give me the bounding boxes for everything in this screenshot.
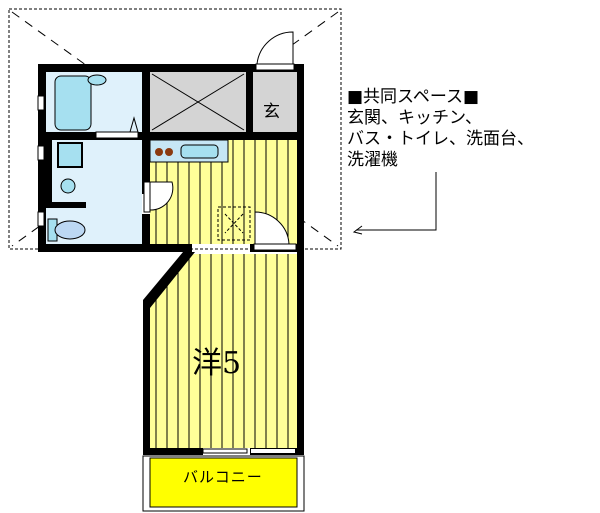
- entrance-label: 玄: [263, 102, 280, 122]
- kitchen-counter: [149, 139, 229, 163]
- note-title: ■共同スペース■: [347, 87, 480, 107]
- note-line: 玄関、キッチン、: [347, 108, 482, 128]
- western-room-label: 洋5: [192, 346, 242, 381]
- balcony-label: バルコニー: [183, 468, 263, 486]
- toilet-icon: [54, 220, 86, 240]
- note-line: 洗濯機: [347, 150, 398, 170]
- entrance-floor: [253, 72, 297, 132]
- washing-machine-space: [217, 206, 251, 241]
- sink-icon: [180, 144, 219, 159]
- note-leader-line: [352, 172, 437, 235]
- stove-burner-icon: [165, 148, 173, 156]
- balcony-floor: [149, 457, 298, 508]
- bathtub-icon: [54, 75, 92, 131]
- washbasin-icon: [57, 142, 83, 168]
- basin-icon: [60, 178, 76, 194]
- note-line: バス・トイレ、洗面台、: [347, 129, 534, 149]
- western-room-floor: [150, 254, 297, 448]
- doors: [37, 31, 297, 454]
- stove-burner-icon: [155, 148, 163, 156]
- shared-space-note: ■共同スペース■ 玄関、キッチン、 バス・トイレ、洗面台、 洗濯機: [347, 87, 534, 171]
- faucet-icon: [87, 74, 107, 86]
